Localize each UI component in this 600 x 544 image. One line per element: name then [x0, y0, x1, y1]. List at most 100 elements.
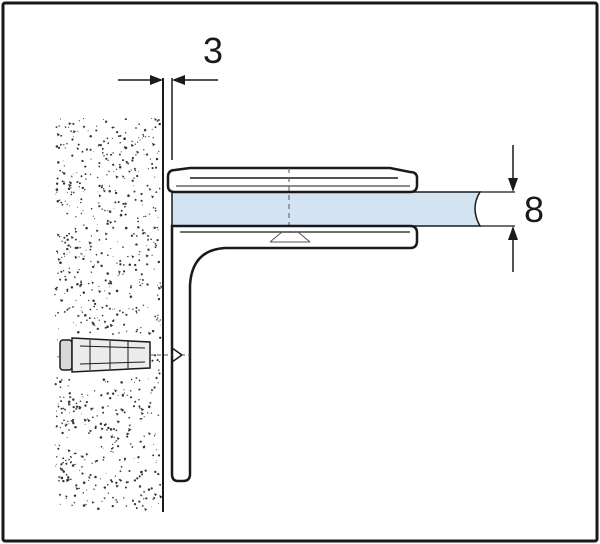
wall-speckle: [79, 283, 83, 286]
wall-speckle: [94, 325, 96, 327]
wall-speckle: [147, 405, 151, 409]
wall-speckle: [138, 388, 141, 391]
wall-speckle: [132, 405, 136, 408]
wall-speckle: [89, 331, 92, 334]
wall-speckle: [158, 369, 160, 371]
wall-speckle: [104, 290, 106, 292]
wall-speckle: [78, 182, 81, 185]
wall-speckle: [72, 398, 75, 401]
wall-speckle: [107, 405, 109, 407]
wall-speckle: [157, 286, 162, 290]
wall-speckle: [81, 311, 84, 313]
wall-speckle: [110, 248, 112, 250]
wall-speckle: [78, 284, 82, 288]
wall-speckle: [117, 275, 119, 277]
wall-speckle: [113, 308, 115, 310]
wall-speckle: [69, 181, 72, 184]
wall-speckle: [103, 424, 106, 427]
wall-speckle: [66, 238, 69, 242]
wall-speckle: [138, 485, 142, 488]
wall-speckle: [82, 481, 86, 484]
wall-speckle: [157, 216, 159, 218]
wall-speckle: [92, 215, 94, 217]
wall-speckle: [67, 235, 69, 237]
wall-speckle: [156, 238, 159, 242]
wall-speckle: [143, 497, 145, 500]
wall-speckle: [154, 126, 157, 129]
wall-speckle: [118, 163, 121, 166]
wall-speckle: [82, 396, 84, 398]
wall-speckle: [74, 227, 77, 230]
wall-speckle: [70, 175, 72, 177]
wall-speckle: [91, 416, 94, 419]
wall-speckle: [92, 265, 95, 269]
wall-speckle: [80, 281, 83, 283]
wall-speckle: [160, 285, 163, 289]
wall-speckle: [90, 271, 93, 273]
wall-speckle: [93, 302, 97, 306]
wall-speckle: [111, 443, 114, 446]
wall-speckle: [94, 484, 97, 487]
wall-speckle: [63, 396, 65, 399]
wall-speckle: [103, 188, 105, 190]
wall-speckle: [79, 241, 81, 243]
wall-speckle: [71, 138, 74, 141]
wall-speckle: [81, 150, 84, 153]
wall-speckle: [92, 323, 95, 326]
wall-speckle: [97, 191, 99, 193]
wall-speckle: [148, 188, 152, 191]
wall-speckle: [123, 270, 126, 273]
wall-speckle: [130, 234, 134, 237]
wall-speckle: [67, 400, 71, 404]
wall-speckle: [101, 306, 104, 309]
wall-speckle: [61, 379, 63, 381]
wall-speckle: [65, 479, 69, 483]
wall-speckle: [117, 395, 119, 396]
wall-speckle: [96, 415, 99, 417]
glass-panel-icon: [171, 191, 515, 227]
wall-speckle: [134, 169, 137, 172]
wall-speckle: [103, 486, 107, 489]
wall-speckle: [109, 428, 113, 431]
wall-speckle: [114, 389, 118, 393]
wall-speckle: [147, 488, 151, 491]
wall-speckle: [72, 305, 75, 309]
wall-speckle: [102, 456, 105, 459]
wall-speckle: [119, 134, 122, 137]
wall-speckle: [124, 131, 127, 134]
wall-speckle: [138, 253, 140, 256]
wall-speckle: [63, 419, 65, 422]
wall-speckle: [109, 323, 114, 328]
wall-speckle: [99, 436, 103, 439]
wall-speckle: [120, 209, 123, 212]
wall-speckle: [110, 153, 113, 156]
wall-speckle: [143, 154, 145, 156]
wall-speckle: [101, 208, 103, 210]
wall-speckle: [158, 150, 160, 153]
wall-speckle: [91, 289, 93, 291]
wall-speckle: [113, 436, 115, 439]
wall-speckle: [61, 431, 64, 435]
wall-speckle: [75, 405, 79, 408]
wall-speckle: [122, 273, 124, 275]
wall-speckle: [96, 223, 98, 225]
wall-speckle: [112, 434, 114, 436]
wall-speckle: [154, 243, 157, 245]
wall-speckle: [55, 288, 58, 291]
wall-speckle: [73, 426, 75, 428]
wall-speckle: [109, 479, 113, 482]
wall-speckle: [155, 376, 158, 380]
wall-speckle: [154, 118, 157, 121]
wall-speckle: [58, 199, 61, 201]
top-clamp-plate: [166, 166, 419, 194]
wall-speckle: [105, 381, 107, 383]
wall-speckle: [63, 144, 65, 146]
wall-speckle: [113, 170, 115, 172]
wall-speckle: [77, 314, 80, 318]
wall-speckle: [154, 176, 156, 178]
wall-speckle: [123, 389, 125, 391]
wall-speckle: [122, 202, 125, 205]
wall-speckle: [135, 507, 138, 510]
wall-speckle: [146, 234, 150, 238]
wall-speckle: [117, 201, 120, 203]
